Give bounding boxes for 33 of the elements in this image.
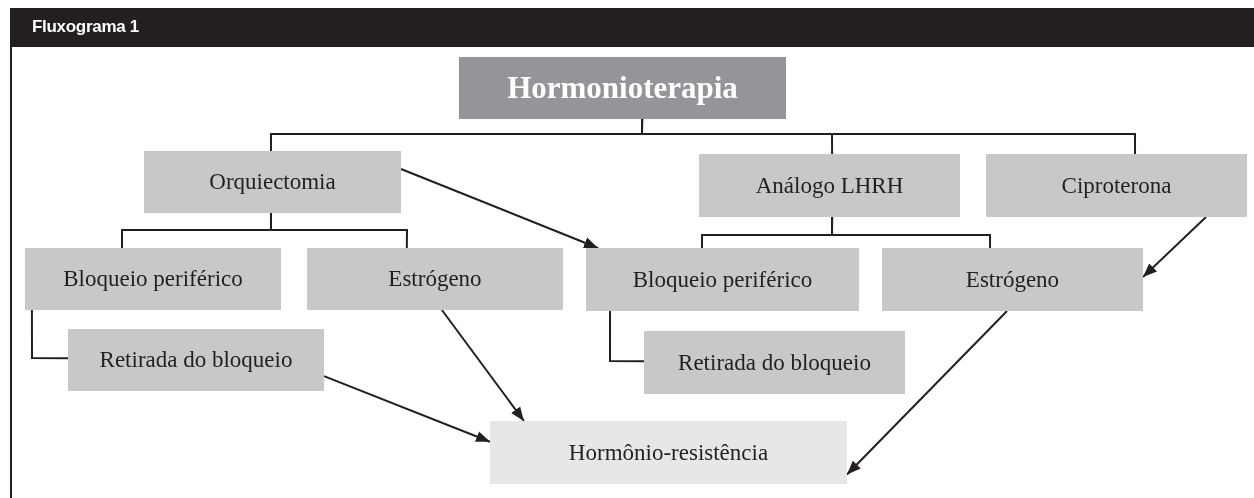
figure-title: Fluxograma 1 bbox=[32, 17, 139, 37]
connector-line bbox=[269, 212, 408, 249]
process-box bbox=[644, 331, 905, 394]
box-label: Orquiectomia bbox=[209, 169, 336, 195]
process-box bbox=[144, 151, 401, 213]
arrow bbox=[846, 310, 1008, 476]
arrow bbox=[1142, 216, 1207, 278]
box-label: Retirada do bloqueio bbox=[678, 349, 871, 376]
box-label: Hormônio-resistência bbox=[568, 439, 769, 466]
process-box bbox=[68, 329, 324, 391]
process-box bbox=[882, 248, 1143, 311]
arrow bbox=[440, 309, 525, 422]
box-label: Hormonioterapia bbox=[507, 70, 738, 106]
process-box bbox=[586, 248, 859, 311]
box-label: Análogo LHRH bbox=[755, 172, 904, 199]
connector-line bbox=[609, 310, 645, 363]
box-label: Estrógeno bbox=[388, 266, 482, 292]
process-box bbox=[699, 154, 960, 217]
process-box bbox=[986, 154, 1247, 217]
box-label: Bloqueio periférico bbox=[63, 266, 243, 292]
box-label: Retirada do bloqueio bbox=[99, 347, 293, 373]
process-box bbox=[459, 57, 786, 119]
process-box bbox=[490, 421, 847, 484]
connector-line bbox=[30, 309, 69, 360]
process-box bbox=[25, 248, 281, 310]
connector-line bbox=[831, 216, 992, 249]
box-label: Ciproterona bbox=[1061, 172, 1172, 199]
box-label: Bloqueio periférico bbox=[632, 266, 813, 293]
arrow bbox=[400, 168, 599, 249]
connector-line bbox=[641, 118, 1137, 155]
box-label: Estrógeno bbox=[965, 266, 1060, 293]
arrow bbox=[323, 375, 491, 443]
process-box bbox=[307, 248, 563, 310]
